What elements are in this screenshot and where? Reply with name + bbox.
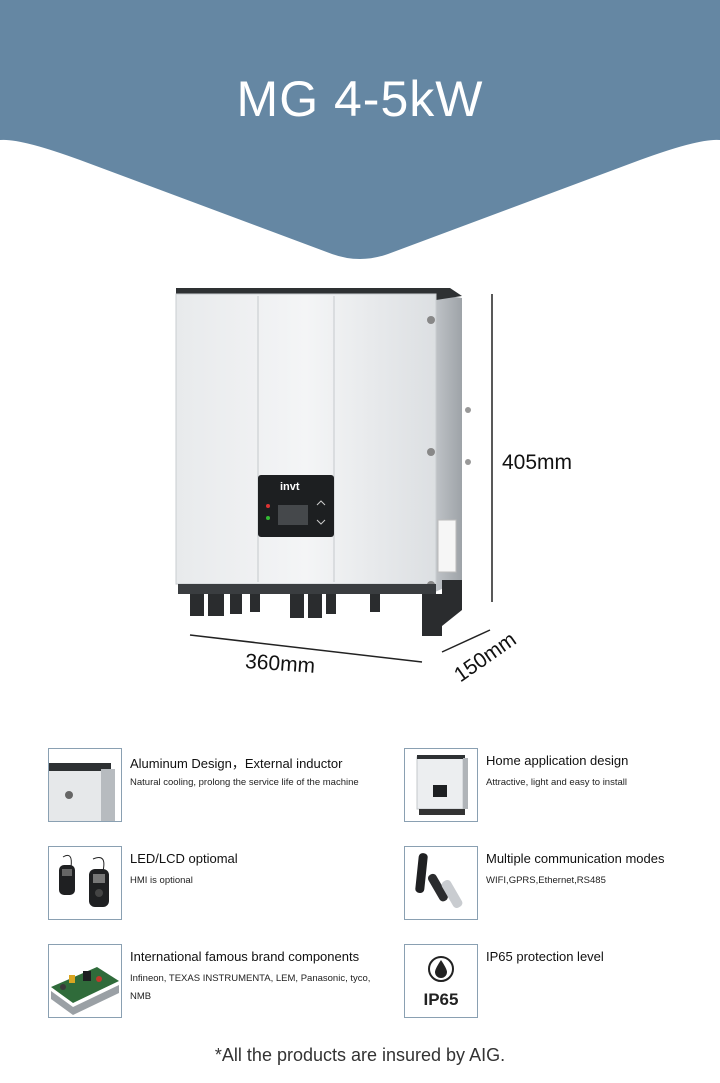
feature-title: Home application design (486, 753, 629, 768)
feature-brand-components: International famous brand components In… (48, 944, 370, 1022)
ip65-badge-text: IP65 (424, 990, 459, 1009)
feature-title: Multiple communication modes (486, 851, 665, 866)
feature-led-lcd: LED/LCD optiomal HMI is optional (48, 846, 368, 924)
feature-title: LED/LCD optiomal (130, 851, 238, 866)
feature-communication: Multiple communication modes WIFI,GPRS,E… (404, 846, 720, 924)
handheld-remotes-icon (48, 846, 122, 920)
insurance-note: *All the products are insured by AIG. (214, 1045, 506, 1065)
antennas-icon (404, 846, 478, 920)
feature-title: Aluminum Design，External inductor (130, 756, 343, 771)
inverter-corner-icon (48, 748, 122, 822)
inverter-product-image: invt (175, 288, 493, 663)
inverter-thumbnail-icon (404, 748, 478, 822)
feature-desc: Infineon, TEXAS INSTRUMENTA, LEM, Panaso… (130, 973, 371, 1002)
feature-title: IP65 protection level (486, 949, 604, 964)
feature-ip65: IP65 IP65 protection level (404, 944, 720, 1022)
feature-desc: HMI is optional (130, 875, 193, 886)
feature-desc: Attractive, light and easy to install (486, 777, 627, 788)
feature-aluminum-design: Aluminum Design，External inductor Natura… (48, 748, 368, 826)
height-dimension: 405mm (502, 451, 573, 474)
feature-title: International famous brand components (130, 949, 360, 964)
page-title: MG 4-5kW (236, 71, 484, 127)
circuit-board-icon (48, 944, 122, 1018)
feature-home-application: Home application design Attractive, ligh… (404, 748, 720, 826)
feature-desc: WIFI,GPRS,Ethernet,RS485 (486, 875, 606, 886)
header-banner (0, 0, 720, 259)
feature-desc: Natural cooling, prolong the service lif… (130, 777, 359, 788)
brand-logo: invt (280, 481, 300, 493)
width-dimension: 360mm (244, 650, 316, 678)
ip65-badge-icon: IP65 (404, 944, 478, 1018)
